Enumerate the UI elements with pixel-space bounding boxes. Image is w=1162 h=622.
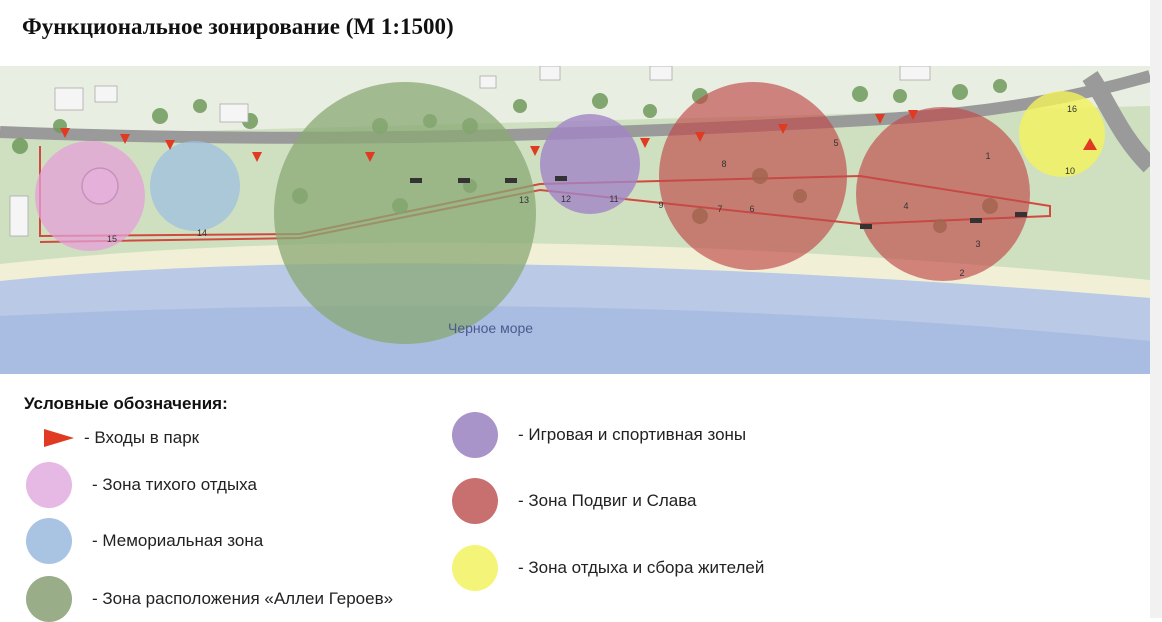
plot-number-labels: 1 2 3 4 5 6 7 8 9 10 11 12 13 14 15 16 bbox=[107, 104, 1077, 278]
residents-zone-swatch-icon bbox=[452, 545, 498, 591]
sea-label: Черное море bbox=[448, 320, 533, 336]
zone-memorial-circle bbox=[150, 141, 240, 231]
plot-number-15: 15 bbox=[107, 234, 117, 244]
plot-number-4: 4 bbox=[903, 201, 908, 211]
sea-deep bbox=[0, 305, 1150, 374]
plot-number-3: 3 bbox=[975, 239, 980, 249]
plot-number-1: 1 bbox=[985, 151, 990, 161]
coast-road bbox=[1082, 71, 1150, 173]
heroes-zone-swatch-icon bbox=[26, 576, 72, 622]
entrance-markers bbox=[60, 110, 1097, 162]
legend-item-residents: - Зона отдыха и сбора жителей bbox=[452, 545, 764, 591]
plot-number-5: 5 bbox=[833, 138, 838, 148]
entrance-arrow-icon bbox=[44, 429, 74, 447]
legend-item-quiet: - Зона тихого отдыха bbox=[26, 462, 257, 508]
zone-sport-circle bbox=[540, 114, 640, 214]
plot-number-14: 14 bbox=[197, 228, 207, 238]
sport-zone-swatch-icon bbox=[452, 412, 498, 458]
plot-number-12: 12 bbox=[561, 194, 571, 204]
legend-item-memorial: - Мемориальная зона bbox=[26, 518, 263, 564]
legend-label-heroes: - Зона расположения «Аллеи Героев» bbox=[92, 589, 394, 608]
map-canvas: 1 2 3 4 5 6 7 8 9 10 11 12 13 14 15 16 Ч… bbox=[0, 66, 1150, 374]
legend-label-glory: - Зона Подвиг и Слава bbox=[518, 491, 697, 510]
buildings bbox=[9, 66, 931, 237]
plot-number-10: 10 bbox=[1065, 166, 1075, 176]
zone-quiet-circle bbox=[35, 141, 145, 251]
quiet-zone-swatch-icon bbox=[26, 462, 72, 508]
legend-item-sport: - Игровая и спортивная зоны bbox=[452, 412, 746, 458]
legend-label-entrances: - Входы в парк bbox=[84, 428, 200, 447]
legend-label-quiet: - Зона тихого отдыха bbox=[92, 475, 257, 494]
zoning-map[interactable]: 1 2 3 4 5 6 7 8 9 10 11 12 13 14 15 16 Ч… bbox=[0, 66, 1150, 374]
legend-item-glory: - Зона Подвиг и Слава bbox=[452, 478, 697, 524]
plot-number-7: 7 bbox=[717, 204, 722, 214]
plot-number-16: 16 bbox=[1067, 104, 1077, 114]
plot-number-6: 6 bbox=[749, 204, 754, 214]
page-title: Функциональное зонирование (М 1:1500) bbox=[22, 14, 454, 39]
plot-number-2: 2 bbox=[959, 268, 964, 278]
legend-item-entrances: - Входы в парк bbox=[44, 428, 199, 448]
memorial-zone-swatch-icon bbox=[26, 518, 72, 564]
zone-glory-circle-west bbox=[659, 82, 847, 270]
zone-heroes-circle bbox=[274, 82, 536, 344]
legend-label-memorial: - Мемориальная зона bbox=[92, 531, 264, 550]
legend-title: Условные обозначения: bbox=[24, 394, 228, 413]
plot-number-9: 9 bbox=[658, 200, 663, 210]
page-edge bbox=[1150, 0, 1162, 618]
zone-residents-circle bbox=[1019, 91, 1105, 177]
plot-number-8: 8 bbox=[721, 159, 726, 169]
benches bbox=[410, 176, 1027, 229]
glory-zone-swatch-icon bbox=[452, 478, 498, 524]
plot-number-11: 11 bbox=[609, 194, 618, 204]
legend-label-residents: - Зона отдыха и сбора жителей bbox=[518, 558, 765, 577]
legend-label-sport: - Игровая и спортивная зоны bbox=[518, 425, 747, 444]
plot-number-13: 13 bbox=[519, 195, 529, 205]
zone-glory-circle-east bbox=[856, 107, 1030, 281]
legend-item-heroes: - Зона расположения «Аллеи Героев» bbox=[26, 576, 393, 622]
